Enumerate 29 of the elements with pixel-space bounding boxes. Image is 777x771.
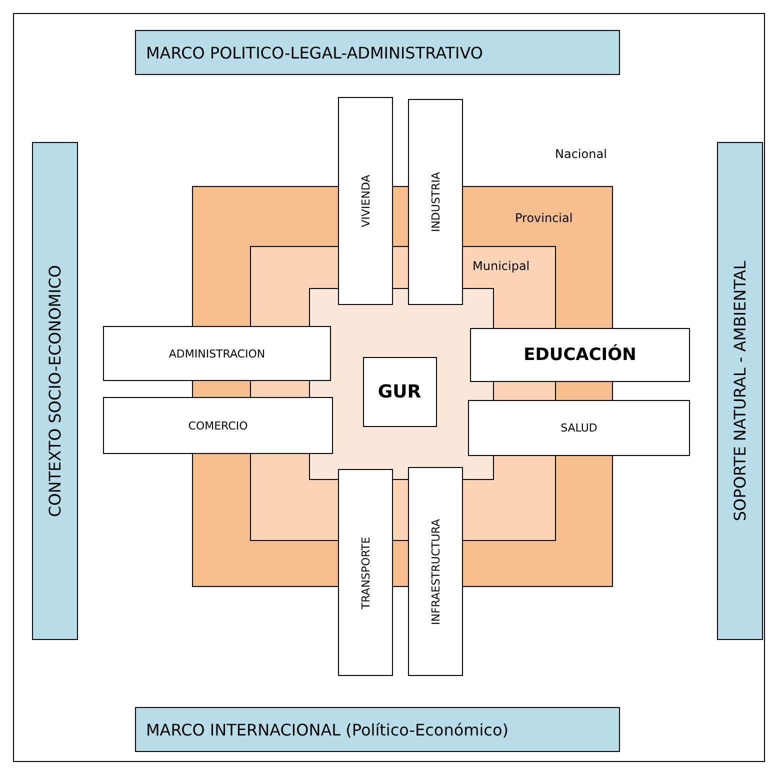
sector-box [470,328,690,382]
node-label: GUR [378,381,422,402]
sector-box [338,97,393,305]
node-label: Provincial [515,211,573,225]
node-label: MARCO POLITICO-LEGAL-ADMINISTRATIVO [146,43,484,62]
sector-box [468,400,690,456]
node-label: ADMINISTRACION [168,347,266,360]
sector-box [103,326,331,381]
node-label: INFRAESTRUCTURA [429,518,442,625]
node-label: MARCO INTERNACIONAL (Político-Económico) [146,720,508,739]
sector-box [338,469,393,676]
sector-box [103,397,333,454]
sector-box [408,99,463,305]
node-label: VIVIENDA [359,174,372,228]
frame-heading-box [135,707,620,752]
node-label: CONTEXTO SOCIO-ECONOMICO [46,265,64,517]
frame-side-box [32,142,78,640]
level-label: Nacional [555,147,607,161]
node-label: Municipal [472,258,530,272]
frame-heading-box [135,30,620,75]
node-label: TRANSPORTE [359,536,372,609]
node-label: SOPORTE NATURAL - AMBIENTAL [730,260,750,522]
node-label: SALUD [560,422,598,434]
node-label: COMERCIO [188,419,248,432]
node-label: EDUCACIÓN [524,345,636,365]
frame-side-box [717,142,763,640]
sector-box [408,467,463,676]
node-label: INDUSTRIA [429,172,442,232]
core-box [362,356,436,426]
